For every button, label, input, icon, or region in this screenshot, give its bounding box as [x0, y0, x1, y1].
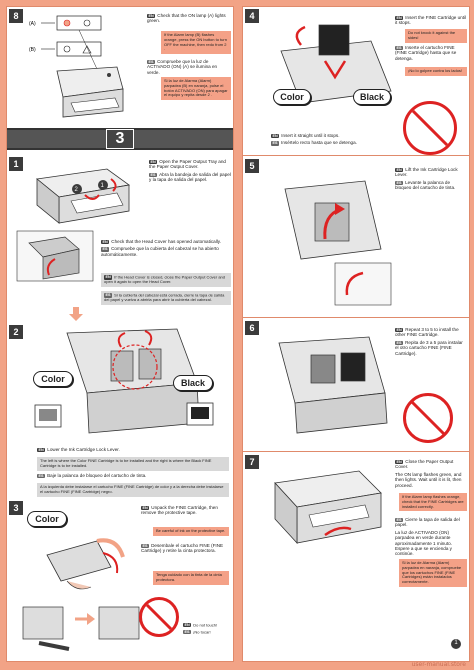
step-7-es-warning: Si la luz de Alarma (Alarm) parpadea en …: [399, 559, 467, 587]
step-4-es-warning: ¡No lo golpee contra los lados!: [405, 67, 467, 76]
step-8-es-text: Compruebe que la luz de ACTIVADO (ON) (A…: [147, 59, 218, 75]
svg-text:2: 2: [75, 187, 79, 193]
step-3-es-warning: Tenga cuidado con la tinta de la cinta p…: [153, 571, 229, 585]
step-2-black-label: Black: [173, 375, 213, 391]
down-arrow-icon: [69, 307, 83, 321]
prohibit-slash-icon: [410, 400, 446, 436]
open-output-tray-illustration: 2 1: [36, 168, 131, 224]
step-8-en-text: Check that the ON lamp (A) lights green.: [147, 13, 226, 24]
step-7-number: 7: [245, 455, 259, 469]
svg-text:1: 1: [101, 183, 105, 189]
remove-tape-illustration: [22, 606, 140, 651]
step-7-es-detail: La luz de ACTIVADO (ON) parpadea en verd…: [395, 529, 452, 557]
step-8-en-warning: If the Alarm lamp (B) flashes orange, pr…: [161, 31, 231, 55]
lamp-b-label: (B): [29, 47, 36, 53]
step-2-color-label: Color: [33, 371, 73, 387]
printer-lamp-illustration: (A) (B): [29, 15, 124, 118]
step-1-en-text: Open the Paper Output Tray and the Paper…: [149, 159, 226, 170]
install-other-cartridge-illustration: [278, 336, 388, 434]
section-3-header: 3: [7, 128, 233, 150]
prohibit-slash-icon: [145, 603, 173, 631]
step-2-en-note: The left is where the Color FINE Cartrid…: [37, 457, 229, 471]
section-3-number: 3: [106, 129, 134, 149]
step-4-color-label: Color: [273, 89, 311, 105]
step-5-number: 5: [245, 159, 259, 173]
unpack-cartridge-illustration: [46, 538, 125, 590]
divider: [243, 451, 469, 452]
close-output-cover-illustration: [274, 470, 382, 545]
step-1-es-head: Compruebe que la cubierta del cabezal se…: [101, 246, 219, 257]
step-7-en-detail: The ON lamp flashes green, and then ligh…: [395, 471, 462, 488]
step-2-number: 2: [9, 325, 23, 339]
step-4-en-warning: Do not knock it against the sides!: [405, 29, 467, 43]
head-cover-illustration: [16, 230, 94, 282]
step-4-number: 4: [245, 9, 259, 23]
step-6-number: 6: [245, 321, 259, 335]
step-3-color-label: Color: [27, 511, 67, 527]
step-7-en-warning: If the Alarm lamp flashes orange, check …: [399, 493, 467, 512]
step-8-es-warning: Si la luz de Alarma (Alarm) parpadea (B)…: [161, 77, 231, 101]
step-3-number: 3: [9, 501, 23, 515]
lamp-a-label: (A): [29, 21, 36, 27]
insert-cartridge-illustration: [280, 24, 392, 104]
step-4-black-label: Black: [353, 89, 391, 105]
step-8-number: 8: [9, 9, 23, 23]
prohibit-touch-icon: [139, 597, 179, 637]
prohibit-knock-slash-icon: [411, 109, 449, 147]
lift-lever-illustration: [284, 180, 392, 306]
step-1-number: 1: [9, 157, 23, 171]
step-3-en-warning: Be careful of ink on the protective tape…: [153, 527, 229, 536]
cartridge-holder-illustration: [34, 328, 214, 434]
divider: [243, 317, 469, 318]
step-2-es-note: A la izquierda debe instalarse el cartuc…: [37, 483, 229, 497]
step-1-es-text: Abra la bandeja de salida del papel y la…: [149, 171, 231, 183]
page-number: 1: [451, 639, 461, 649]
step-1-en-head: Check that the Head Cover has opened aut…: [111, 239, 221, 244]
watermark: user-manual.store: [411, 660, 466, 668]
divider: [243, 155, 469, 156]
